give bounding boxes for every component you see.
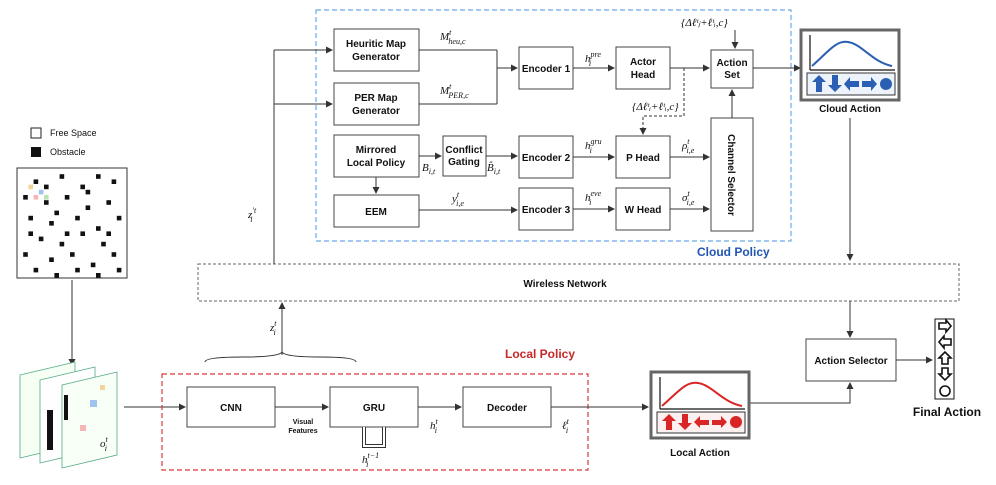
free-space-swatch bbox=[30, 127, 42, 139]
delta-mid-symbol: {Δℓᵗᵢ+ℓᵗᵢ,c} bbox=[632, 101, 679, 113]
local-action-panel: Local Action bbox=[649, 370, 751, 459]
decoder-block bbox=[462, 386, 552, 428]
action-selector bbox=[805, 338, 897, 382]
left-arrow-icon bbox=[694, 416, 709, 428]
w-head bbox=[615, 187, 671, 231]
heuristic-map-generator bbox=[333, 28, 420, 72]
stay-icon bbox=[880, 78, 892, 90]
right-arrow-icon bbox=[712, 416, 727, 428]
b-hat-symbol: B̂i,t bbox=[487, 161, 501, 176]
final-action-label: Final Action bbox=[913, 405, 981, 419]
z-brace bbox=[204, 351, 357, 363]
visual-features-label-2: Features bbox=[288, 428, 317, 435]
up-arrow-icon bbox=[937, 350, 953, 365]
down-arrow-icon bbox=[678, 414, 692, 430]
per-map-generator-label-1: PER Map bbox=[354, 93, 397, 104]
up-arrow-icon bbox=[662, 414, 676, 430]
encoder-3-label: Encoder 3 bbox=[522, 205, 571, 216]
local-policy-edges bbox=[275, 382, 854, 448]
w-head-label: W Head bbox=[625, 205, 662, 216]
channel-selector-label: Channel Selector bbox=[725, 134, 736, 216]
encoder-3 bbox=[518, 187, 574, 231]
actor-head-label-1: Actor bbox=[630, 57, 656, 68]
action-set-label-1: Action bbox=[716, 58, 747, 69]
right-arrow-icon bbox=[938, 317, 953, 335]
decoder-label: Decoder bbox=[487, 403, 527, 414]
cloud-action-label: Cloud Action bbox=[819, 104, 881, 115]
cloud-policy-region bbox=[315, 9, 792, 242]
local-action-label: Local Action bbox=[670, 448, 730, 459]
map-legend: Free Space Obstacle bbox=[30, 127, 97, 157]
stay-icon bbox=[939, 385, 951, 397]
wireless-network-label: Wireless Network bbox=[523, 279, 607, 290]
actor-head-label-2: Head bbox=[631, 70, 655, 81]
conflict-gating-label-1: Conflict bbox=[445, 145, 483, 156]
mirrored-local-policy-label-2: Local Policy bbox=[347, 158, 406, 169]
cloud-policy-edges bbox=[372, 30, 854, 261]
encoder-2-label: Encoder 2 bbox=[522, 153, 571, 164]
p-head-label: P Head bbox=[626, 153, 660, 164]
cloud-action-panel: Cloud Action bbox=[799, 28, 901, 115]
right-arrow-icon bbox=[862, 77, 877, 91]
gru-label: GRU bbox=[363, 403, 385, 414]
final-action-icons bbox=[934, 317, 955, 400]
cnn-label: CNN bbox=[220, 403, 242, 414]
obstacle-swatch bbox=[31, 147, 41, 157]
z-edges bbox=[273, 46, 854, 355]
encoder-1-label: Encoder 1 bbox=[522, 64, 571, 75]
local-action-icons bbox=[662, 414, 742, 430]
channel-selector bbox=[710, 117, 754, 232]
heuristic-map-generator-label-1: Heuritic Map bbox=[346, 39, 406, 50]
local-policy-region bbox=[161, 373, 589, 471]
mirrored-local-policy-label-1: Mirrored bbox=[356, 145, 397, 156]
local-policy-title: Local Policy bbox=[505, 347, 575, 361]
obstacle-label: Obstacle bbox=[50, 147, 86, 157]
down-arrow-icon bbox=[937, 367, 953, 382]
left-arrow-icon bbox=[937, 333, 952, 351]
observation-stack bbox=[19, 361, 118, 469]
per-map-generator-label-2: Generator bbox=[352, 106, 400, 117]
conflict-gating-label-2: Gating bbox=[448, 157, 480, 168]
cloud-action-icons bbox=[812, 75, 892, 92]
free-space-label: Free Space bbox=[50, 128, 97, 138]
action-selector-label: Action Selector bbox=[814, 356, 887, 367]
delta-top-symbol: {Δℓᵗⱼ+ℓᵗᵢ,c} bbox=[681, 17, 728, 29]
action-set bbox=[710, 49, 754, 89]
conflict-gating bbox=[442, 135, 487, 177]
cnn-block bbox=[186, 386, 276, 428]
actor-head bbox=[615, 46, 671, 90]
p-head bbox=[615, 135, 671, 179]
heuristic-map-generator-label-2: Generator bbox=[352, 52, 400, 63]
cloud-policy-title: Cloud Policy bbox=[697, 245, 770, 259]
b-it-symbol: Bi,t bbox=[422, 162, 436, 176]
grid-map bbox=[16, 167, 128, 279]
action-set-label-2: Set bbox=[724, 70, 740, 81]
mirrored-local-policy bbox=[333, 134, 420, 178]
up-arrow-icon bbox=[812, 75, 826, 92]
visual-features-label-1: Visual bbox=[293, 419, 314, 426]
stay-icon bbox=[730, 416, 742, 428]
encoder-2 bbox=[518, 135, 574, 179]
gru-block bbox=[329, 386, 419, 428]
left-arrow-icon bbox=[844, 77, 859, 91]
per-map-generator bbox=[333, 82, 420, 126]
down-arrow-icon bbox=[828, 75, 842, 92]
eem-label: EEM bbox=[365, 207, 387, 218]
wireless-network bbox=[197, 263, 960, 302]
eem-module bbox=[333, 194, 420, 228]
